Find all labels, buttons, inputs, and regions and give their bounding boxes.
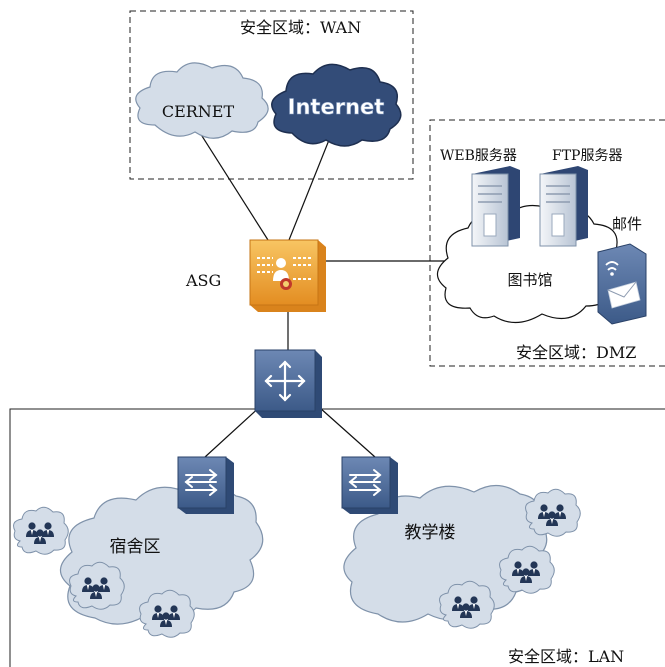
firewall-icon — [257, 257, 311, 290]
lan-zone-label: 安全区域：LAN — [508, 647, 624, 666]
asg-firewall[interactable] — [249, 239, 326, 312]
library-cloud: 图书馆 — [436, 204, 624, 324]
teaching-label: 教学楼 — [405, 523, 456, 543]
router-icon — [264, 360, 306, 402]
cernet-label: CERNET — [162, 102, 235, 121]
wan-zone-label: 安全区域：WAN — [240, 18, 361, 37]
dmz-zone-label: 安全区域：DMZ — [516, 343, 636, 362]
asg-label: ASG — [185, 271, 221, 290]
links — [194, 124, 455, 458]
mail-server[interactable] — [597, 243, 647, 325]
user-group-icon — [14, 507, 69, 554]
library-label: 图书馆 — [507, 271, 552, 289]
dorm-switch[interactable] — [177, 456, 234, 514]
mail-server-icon — [605, 261, 641, 309]
teaching-user-group-1 — [526, 489, 581, 536]
teaching-switch[interactable] — [341, 456, 398, 514]
web-server[interactable] — [471, 166, 520, 247]
internet-cloud: Internet — [271, 63, 402, 147]
dorm-user-group-1 — [14, 507, 69, 554]
ftp-server[interactable] — [539, 166, 588, 247]
cernet-cloud: CERNET — [135, 62, 269, 139]
switch-icon — [184, 469, 218, 496]
lan-zone-border — [9, 408, 665, 667]
core-router[interactable] — [254, 349, 322, 418]
switch-icon — [348, 469, 382, 496]
mail-label: 邮件 — [612, 215, 642, 233]
wan-zone-border — [129, 10, 414, 180]
user-group-icon — [526, 489, 581, 536]
dorm-label: 宿舍区 — [110, 537, 161, 557]
ftp-server-label: FTP服务器 — [552, 148, 622, 164]
web-server-label: WEB服务器 — [440, 148, 517, 164]
internet-label: Internet — [288, 95, 385, 119]
